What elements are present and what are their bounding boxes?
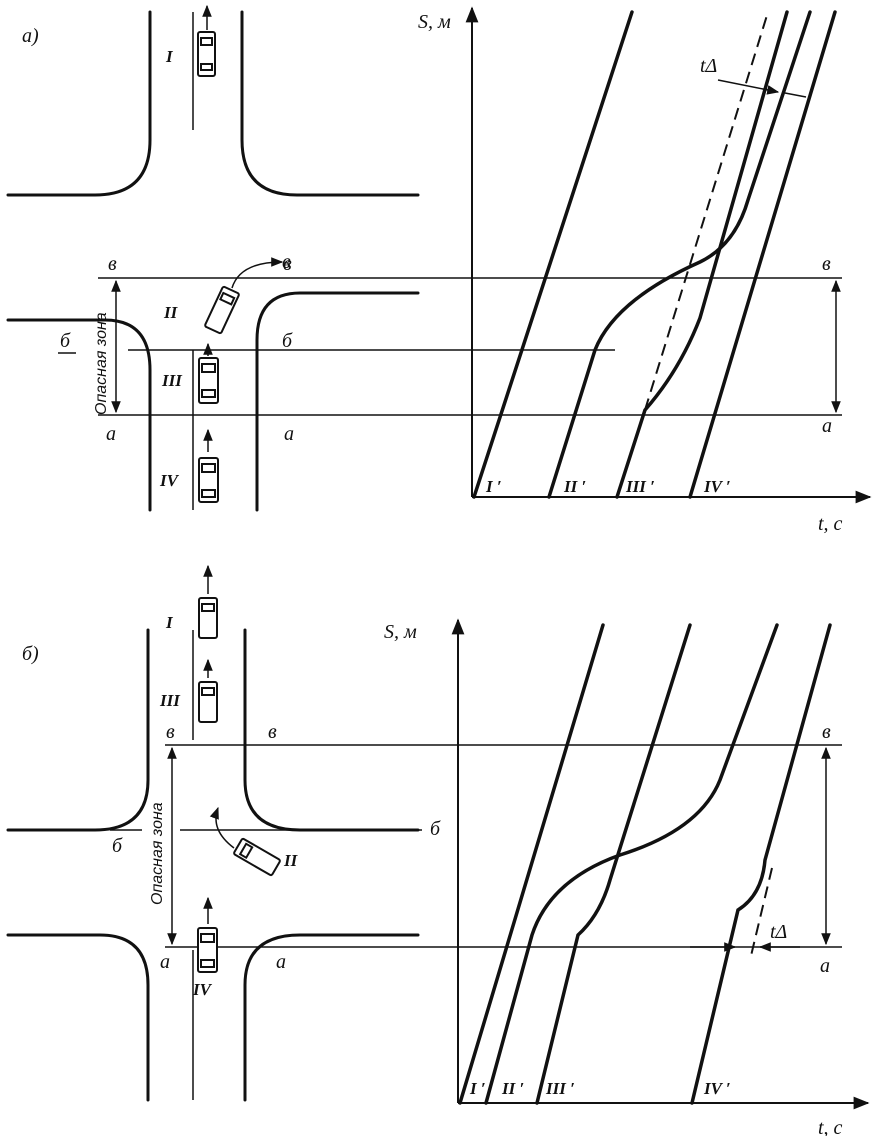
curve-I-a xyxy=(472,10,634,499)
panel-b: б) в в б б а а в а Опасная зона I xyxy=(6,564,870,1136)
car-label-II-b: II xyxy=(283,851,299,870)
x-axis-label-b: t, с xyxy=(818,1117,843,1136)
curve-IV-a xyxy=(688,10,837,499)
panel-b-label: б) xyxy=(22,643,39,665)
car-icon xyxy=(204,285,240,335)
car-icon xyxy=(198,342,219,404)
curve-II-a xyxy=(547,10,812,499)
danger-zone-label-a: Опасная зона xyxy=(93,312,110,415)
x-axis-label-a: t, с xyxy=(818,513,843,535)
line-b-label-mid: б xyxy=(282,330,293,352)
car-label-IV-a: IV xyxy=(159,471,180,490)
car-label-I-a: I xyxy=(165,47,174,66)
dashed-curve-a xyxy=(644,11,769,411)
line-v-label-right: в xyxy=(822,253,831,275)
curve-III-a xyxy=(615,10,789,499)
curve-II-b xyxy=(484,623,779,1105)
car-icon xyxy=(198,428,219,503)
line-v-label-mid-b: в xyxy=(268,721,277,743)
y-axis-label-a: S, м xyxy=(418,11,451,33)
curve-label-IV-a: IV ′ xyxy=(703,477,731,496)
panel-a: а) в в б б а а в а Опасная зона xyxy=(6,4,872,535)
line-v-label-mid: в xyxy=(283,253,292,275)
interval-label-a: tΔ xyxy=(700,55,717,77)
car-label-III-b: III xyxy=(159,691,181,710)
curve-I-b xyxy=(458,623,605,1105)
panel-a-label: а) xyxy=(22,25,39,47)
line-a-label-right: а xyxy=(822,415,832,437)
car-icon xyxy=(198,564,218,639)
car-label-I-b: I xyxy=(165,613,174,632)
danger-zone-label-b: Опасная зона xyxy=(149,802,166,905)
line-v-label-right-b: в xyxy=(822,721,831,743)
line-a-label-left: а xyxy=(106,423,116,445)
car-label-IV-b: IV xyxy=(192,980,213,999)
car-label-III-a: III xyxy=(161,371,183,390)
line-b-label-left: б xyxy=(60,330,71,352)
curve-label-III-a: III ′ xyxy=(625,477,655,496)
line-a-label-mid: а xyxy=(284,423,294,445)
car-label-II-a: II xyxy=(163,303,179,322)
line-a-label-right-b: а xyxy=(820,955,830,977)
curve-IV-b xyxy=(690,623,832,1105)
curve-label-IV-b: IV ′ xyxy=(703,1079,731,1098)
line-b-label-left-b: б xyxy=(112,835,123,857)
curve-label-II-b: II ′ xyxy=(501,1079,524,1098)
dashed-curve-b xyxy=(749,867,773,961)
curve-label-I-a: I ′ xyxy=(485,477,502,496)
curve-label-III-b: III ′ xyxy=(545,1079,575,1098)
curve-label-I-b: I ′ xyxy=(469,1079,486,1098)
line-a-label-mid-b: а xyxy=(276,951,286,973)
turn-label-v: в xyxy=(282,251,291,273)
car-icon xyxy=(233,837,281,877)
interval-label-b: tΔ xyxy=(770,921,787,943)
panel-a-roads xyxy=(6,10,420,512)
line-v-label-left-b: в xyxy=(166,721,175,743)
car-icon xyxy=(197,4,216,77)
curve-III-b xyxy=(535,623,692,1105)
line-a-label-left-b: а xyxy=(160,951,170,973)
car-icon xyxy=(197,896,218,973)
line-v-label-left: в xyxy=(108,253,117,275)
y-axis-label-b: S, м xyxy=(384,621,417,643)
curve-label-II-a: II ′ xyxy=(563,477,586,496)
car-icon xyxy=(198,658,218,723)
line-b-label-right-b: б xyxy=(430,818,441,840)
